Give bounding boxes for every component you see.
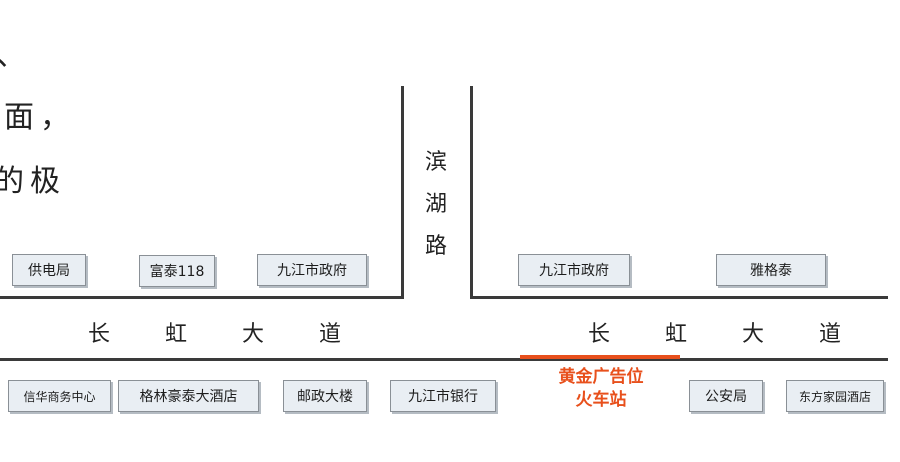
- ad-site-title: 黄金广告位: [558, 367, 644, 387]
- building-futai-118: 富泰118: [139, 255, 215, 287]
- building-greentree-hotel: 格林豪泰大酒店: [118, 380, 259, 412]
- north-road-edge-right: [470, 296, 888, 299]
- text-fragment-2: 面，: [4, 100, 76, 135]
- road-name-left: 长 虹 大 道: [88, 322, 365, 347]
- vertical-road-right-edge: [470, 86, 473, 298]
- vertical-road-char-2: 湖: [425, 192, 448, 217]
- ad-site-label: 黄金广告位 火车站: [528, 366, 674, 412]
- building-power-bureau: 供电局: [12, 254, 86, 286]
- building-yagetai: 雅格泰: [716, 254, 826, 286]
- building-city-government-right: 九江市政府: [518, 254, 630, 286]
- ad-site-location: 火车站: [575, 390, 627, 410]
- building-post-office: 邮政大楼: [283, 380, 367, 412]
- building-dongfang-home-hotel: 东方家园酒店: [786, 380, 884, 412]
- text-fragment-3: 的极: [0, 164, 66, 199]
- vertical-road-left-edge: [401, 86, 404, 298]
- building-xinhua-business-center: 信华商务中心: [8, 380, 111, 412]
- building-police-bureau: 公安局: [689, 380, 763, 412]
- vertical-road-char-1: 滨: [425, 150, 448, 175]
- building-city-government-left: 九江市政府: [257, 254, 367, 286]
- road-name-right: 长 虹 大 道: [588, 322, 865, 347]
- building-jiujiang-bank: 九江市银行: [390, 380, 496, 412]
- vertical-road-char-3: 路: [425, 234, 448, 259]
- text-fragment-1: 、: [0, 30, 32, 74]
- south-road-edge: [0, 358, 888, 361]
- north-road-edge-left: [0, 296, 404, 299]
- ad-site-marker: [520, 355, 680, 359]
